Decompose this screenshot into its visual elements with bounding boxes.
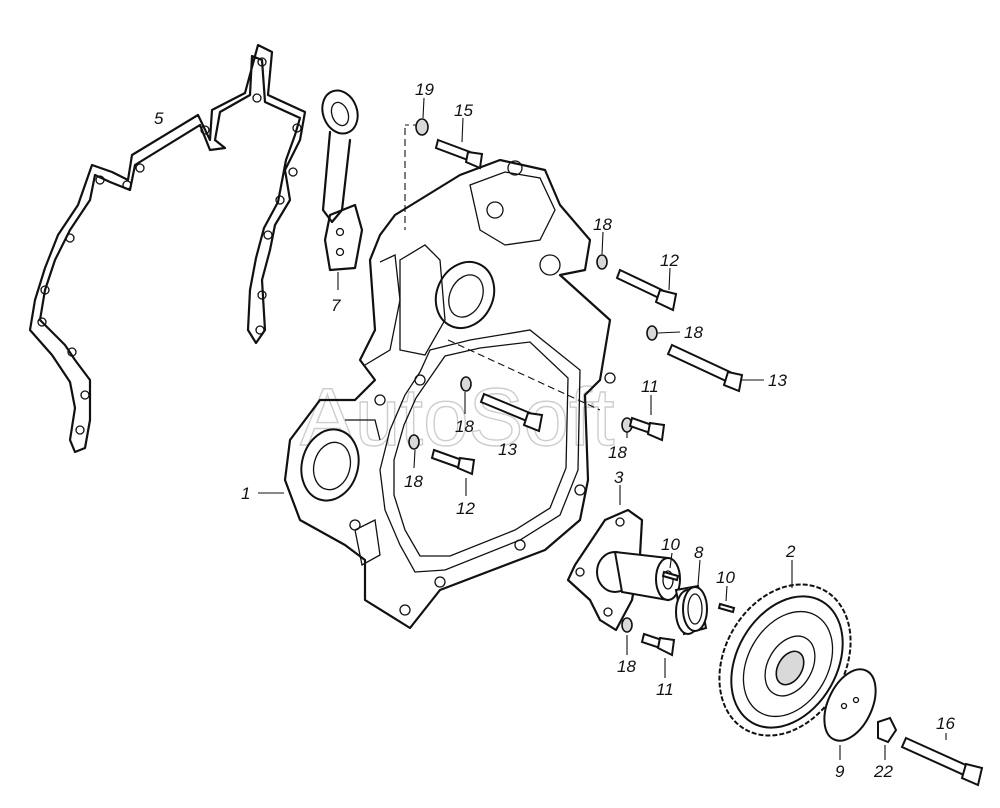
bracket-part-7 xyxy=(321,89,364,272)
callout-11-lower: 11 xyxy=(656,680,674,699)
callout-13-right: 13 xyxy=(768,371,787,390)
callout-7: 7 xyxy=(331,296,341,315)
callout-15: 15 xyxy=(454,101,473,120)
timing-cover-part-1 xyxy=(283,158,616,630)
callout-18-left: 18 xyxy=(404,472,423,491)
bolt-13-upper xyxy=(666,343,744,393)
callout-22: 22 xyxy=(873,762,893,781)
callout-1: 1 xyxy=(241,484,250,503)
callout-3: 3 xyxy=(614,468,624,487)
bolt-12-upper xyxy=(615,268,678,312)
callout-18-upper: 18 xyxy=(593,215,612,234)
callout-18-mid-right: 18 xyxy=(608,443,627,462)
bushing-part-8 xyxy=(674,584,708,636)
callout-18-right: 18 xyxy=(684,323,703,342)
bolt-13-lower xyxy=(479,392,544,433)
callout-11-upper: 11 xyxy=(641,377,659,396)
bolt-11-upper xyxy=(628,416,666,442)
callout-10-right: 10 xyxy=(716,568,735,587)
callout-12-lower: 12 xyxy=(456,499,475,518)
callout-12-upper: 12 xyxy=(660,251,679,270)
pins xyxy=(661,570,736,614)
bolt-16 xyxy=(900,736,984,787)
bolt-15 xyxy=(434,138,484,170)
alignment-lines xyxy=(404,124,601,411)
callout-16: 16 xyxy=(936,714,955,733)
idler-gear-part-2 xyxy=(718,583,852,737)
callout-9: 9 xyxy=(835,762,845,781)
callout-2: 2 xyxy=(785,542,796,561)
bolt-12-lower xyxy=(430,448,476,476)
callout-8: 8 xyxy=(694,543,704,562)
bolt-11-lower xyxy=(640,632,676,657)
callout-18-lower: 18 xyxy=(617,657,636,676)
callout-13-center: 13 xyxy=(498,440,517,459)
callout-19: 19 xyxy=(415,80,434,99)
callout-18-center: 18 xyxy=(455,417,474,436)
thrust-plate-part-9 xyxy=(823,668,877,742)
lock-plate-part-22 xyxy=(877,716,898,744)
bolts xyxy=(430,138,984,787)
leader-lines xyxy=(258,97,947,760)
callouts: 5 7 19 15 18 12 18 13 11 18 13 18 18 12 … xyxy=(154,80,955,781)
gasket-part-5 xyxy=(28,43,307,454)
axle-support-part-3 xyxy=(566,508,681,632)
callout-5: 5 xyxy=(154,109,164,128)
callout-10-left: 10 xyxy=(661,535,680,554)
